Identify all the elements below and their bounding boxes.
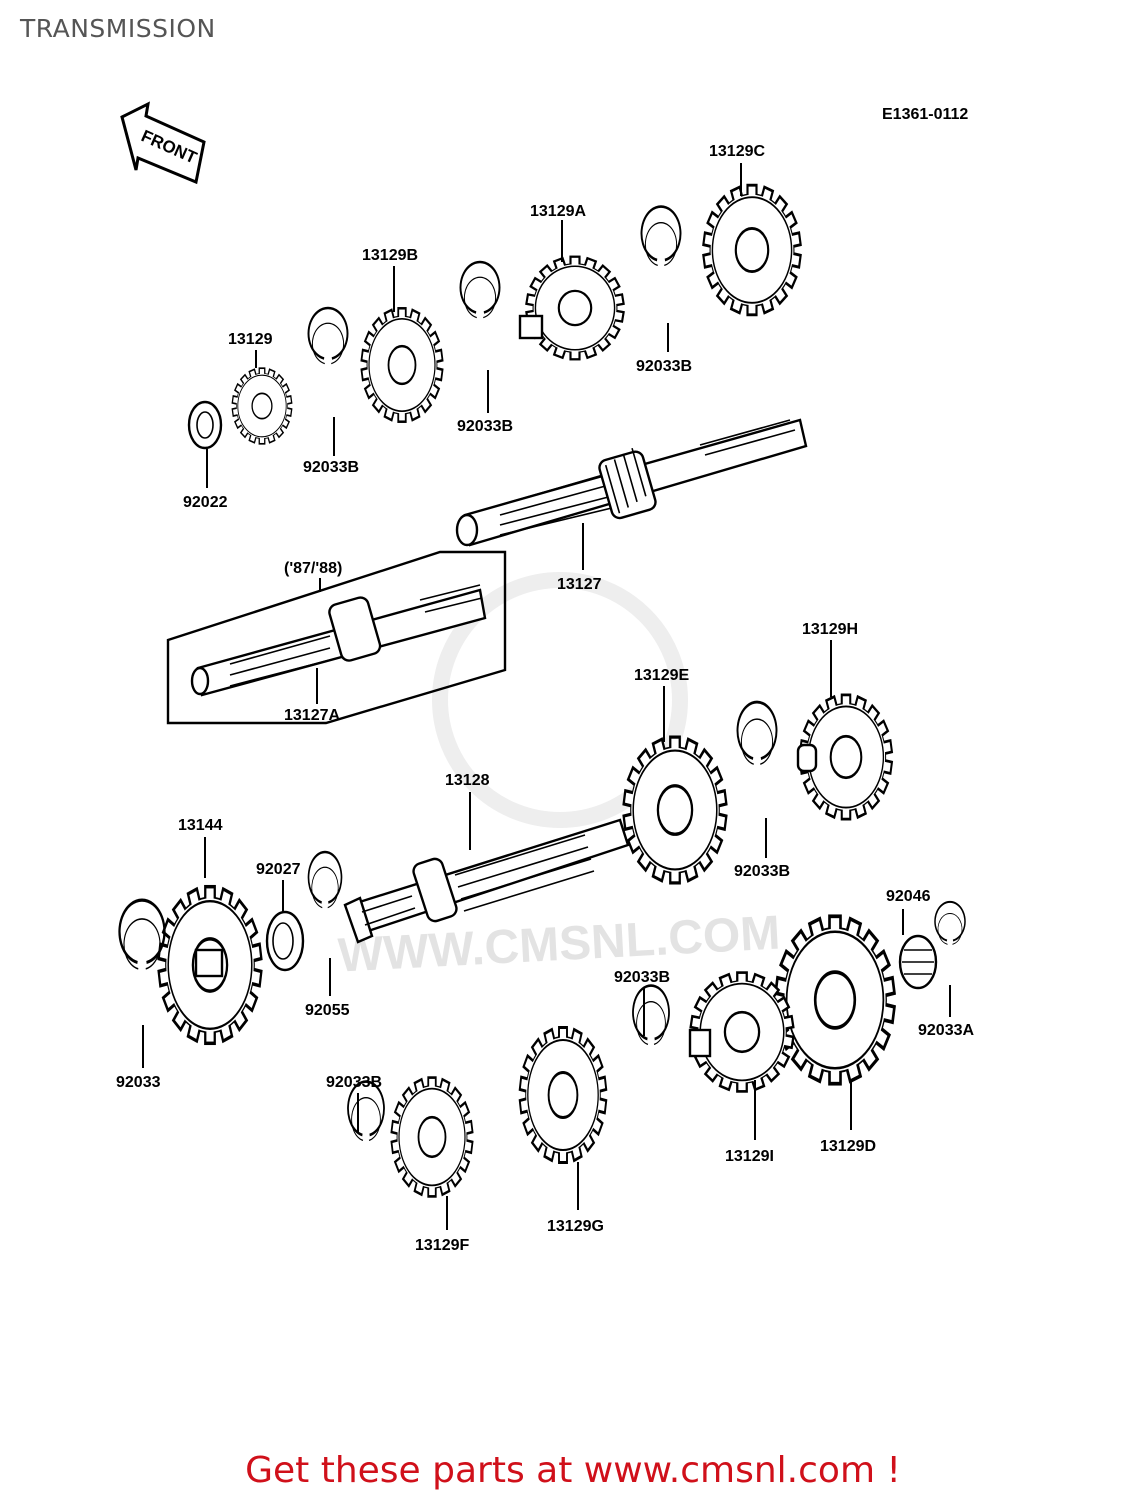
leader-lines — [142, 163, 951, 1230]
gear-13129C — [701, 183, 803, 317]
gear-13129 — [231, 367, 293, 445]
callout-13128: 13128 — [445, 772, 490, 789]
inset-13127A — [166, 550, 507, 725]
callout-13129D: 13129D — [820, 1138, 876, 1155]
callout-13129E: 13129E — [634, 667, 689, 684]
callout-13129A: 13129A — [530, 203, 586, 220]
callout-13129F: 13129F — [415, 1237, 469, 1254]
callout-92033B-1: 92033B — [303, 459, 359, 476]
callout-92033B-4: 92033B — [734, 863, 790, 880]
callout-13129: 13129 — [228, 331, 273, 348]
callout-92033: 92033 — [116, 1074, 161, 1091]
callout-13144: 13144 — [178, 817, 223, 834]
callout-13127A: 13127A — [284, 707, 340, 724]
callout-92055: 92055 — [305, 1002, 350, 1019]
washer-92022 — [187, 400, 223, 450]
gear-13129B — [360, 307, 444, 423]
bearing-92046 — [898, 934, 938, 990]
callout-92027: 92027 — [256, 861, 301, 878]
callout-92033B-2: 92033B — [457, 418, 513, 435]
callout-13129I: 13129I — [725, 1148, 774, 1165]
callout-92046: 92046 — [886, 888, 931, 905]
sprocket-13144 — [156, 884, 264, 1046]
shaft-13128 — [343, 818, 630, 944]
callout-92033A: 92033A — [918, 1022, 974, 1039]
watermark-logo — [432, 572, 688, 828]
gear-13129D — [773, 914, 897, 1086]
ring-92055 — [307, 850, 343, 909]
diagram-code: E1361-0112 — [882, 106, 968, 123]
gear-13129H — [796, 693, 894, 821]
cmsnl-link[interactable]: Get these parts at www.cmsnl.com ! — [245, 1450, 901, 1491]
ring-92033B-1 — [307, 306, 349, 365]
page-title: TRANSMISSION — [20, 14, 216, 43]
callout-13129G: 13129G — [547, 1218, 604, 1235]
callout-92033B-5: 92033B — [614, 969, 670, 986]
shaft-13127 — [455, 418, 808, 547]
callout-92022: 92022 — [183, 494, 228, 511]
ring-92033B-2 — [459, 260, 501, 319]
callout-92033B-3: 92033B — [636, 358, 692, 375]
ring-92033B-3 — [640, 205, 682, 267]
ring-92033B-4 — [736, 700, 778, 766]
gear-13129G — [518, 1026, 608, 1164]
gear-13129F — [390, 1076, 474, 1198]
ring-92033B-5 — [631, 984, 671, 1046]
gear-13129I — [688, 971, 795, 1093]
callout-87-88: ('87/'88) — [284, 560, 342, 577]
callout-13127: 13127 — [557, 576, 602, 593]
front-arrow-icon: FRONT — [120, 101, 206, 185]
callout-13129B: 13129B — [362, 247, 418, 264]
gear-13129E — [622, 735, 728, 885]
collar-92027 — [265, 910, 305, 972]
callout-13129H: 13129H — [802, 621, 858, 638]
callout-13129C: 13129C — [709, 143, 765, 160]
ring-92033A — [934, 900, 966, 946]
gear-13129A — [518, 255, 625, 361]
callout-92033B-6: 92033B — [326, 1074, 382, 1091]
